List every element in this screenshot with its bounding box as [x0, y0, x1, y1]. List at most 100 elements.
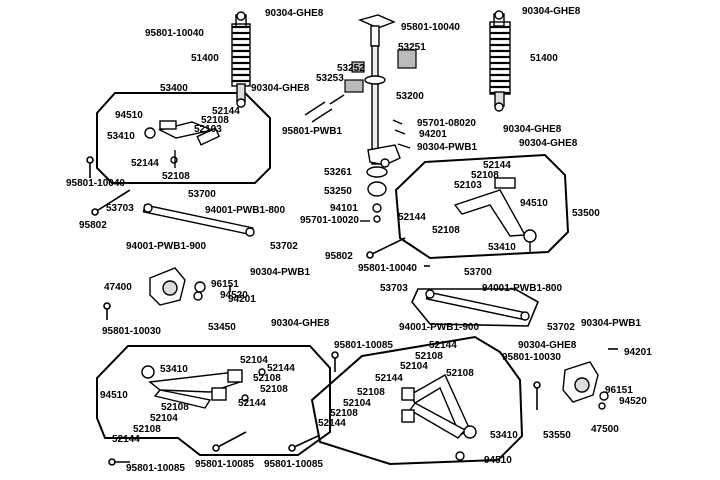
label-53410: 53410	[490, 430, 518, 441]
upper-a-arm-53500	[453, 177, 537, 252]
label-94201: 94201	[624, 347, 652, 358]
label-96151: 96151	[605, 385, 633, 396]
label-52144: 52144	[267, 363, 295, 374]
label-53261: 53261	[324, 167, 352, 178]
label-94001-pwb1-800: 94001-PWB1-800	[482, 283, 563, 294]
label-52108: 52108	[446, 368, 474, 379]
label-53251: 53251	[398, 42, 426, 53]
label-53253: 53253	[316, 73, 344, 84]
label-95801-10040: 95801-10040	[358, 263, 417, 274]
label-52103: 52103	[194, 124, 222, 135]
label-52144: 52144	[429, 340, 457, 351]
upper-a-arm-53400	[144, 120, 221, 168]
label-90304-ghe8: 90304-GHE8	[519, 138, 578, 149]
label-94510: 94510	[115, 110, 143, 121]
label-52108: 52108	[161, 402, 189, 413]
label-53702: 53702	[547, 322, 575, 333]
group-outline-53450	[96, 345, 331, 456]
bolts	[86, 156, 618, 466]
label-52104: 52104	[400, 361, 428, 372]
label-53703: 53703	[380, 283, 408, 294]
label-52144: 52144	[375, 373, 403, 384]
lower-a-arm-53450	[141, 365, 266, 409]
group-outline-53700-lower	[411, 288, 540, 327]
label-95801-10040: 95801-10040	[66, 178, 125, 189]
steering-column	[357, 14, 401, 168]
label-51400: 51400	[191, 53, 219, 64]
label-94001-pwb1-800: 94001-PWB1-800	[205, 205, 286, 216]
label-94001-pwb1-900: 94001-PWB1-900	[126, 241, 207, 252]
tie-rod-53700-upper	[142, 203, 255, 237]
lower-a-arm-53550	[401, 374, 477, 461]
label-52144: 52144	[131, 158, 159, 169]
label-53200: 53200	[396, 91, 424, 102]
label-90304-ghe8: 90304-GHE8	[503, 124, 562, 135]
label-94510: 94510	[520, 198, 548, 209]
label-52103: 52103	[454, 180, 482, 191]
label-53703: 53703	[106, 203, 134, 214]
label-90304-ghe8: 90304-GHE8	[265, 8, 324, 19]
label-52144: 52144	[318, 418, 346, 429]
label-95801-10085: 95801-10085	[334, 340, 393, 351]
label-94510: 94510	[100, 390, 128, 401]
label-95801-10040: 95801-10040	[401, 22, 460, 33]
label-52144: 52144	[483, 160, 511, 171]
label-52108: 52108	[133, 424, 161, 435]
label-53410: 53410	[107, 131, 135, 142]
shock-absorber-left	[231, 11, 251, 108]
label-94520: 94520	[220, 290, 248, 301]
label-52144: 52144	[112, 434, 140, 445]
tie-rod-53700-lower	[425, 289, 530, 321]
label-52108: 52108	[162, 171, 190, 182]
group-outline-53550	[310, 335, 524, 466]
label-51400: 51400	[530, 53, 558, 64]
label-47400: 47400	[104, 282, 132, 293]
knuckle-47400	[149, 267, 206, 306]
label-95801-10085: 95801-10085	[195, 459, 254, 470]
bearing-rings	[366, 166, 388, 223]
label-52108: 52108	[415, 351, 443, 362]
label-47500: 47500	[591, 424, 619, 435]
label-52104: 52104	[150, 413, 178, 424]
label-95802: 95802	[79, 220, 107, 231]
label-53700: 53700	[464, 267, 492, 278]
label-53252: 53252	[337, 63, 365, 74]
group-outline-53400	[96, 92, 271, 184]
label-94520: 94520	[619, 396, 647, 407]
label-52108: 52108	[330, 408, 358, 419]
label-95802: 95802	[325, 251, 353, 262]
label-52144: 52144	[238, 398, 266, 409]
label-53250: 53250	[324, 186, 352, 197]
label-52108: 52108	[201, 115, 229, 126]
label-95801-pwb1: 95801-PWB1	[282, 126, 343, 137]
group-outline-53500	[394, 153, 570, 260]
label-52108: 52108	[253, 373, 281, 384]
label-90304-pwb1: 90304-PWB1	[417, 142, 478, 153]
label-53700: 53700	[188, 189, 216, 200]
label-95801-10030: 95801-10030	[502, 352, 561, 363]
label-95701-08020: 95701-08020	[417, 118, 476, 129]
label-95801-10085: 95801-10085	[264, 459, 323, 470]
label-95801-10040: 95801-10040	[145, 28, 204, 39]
label-52108: 52108	[471, 170, 499, 181]
label-95701-10020: 95701-10020	[300, 215, 359, 226]
label-52104: 52104	[240, 355, 268, 366]
label-53450: 53450	[208, 322, 236, 333]
label-52144: 52144	[212, 106, 240, 117]
knuckle-47500	[562, 361, 609, 410]
steering-bracket	[344, 49, 417, 93]
label-94001-pwb1-900: 94001-PWB1-900	[399, 322, 480, 333]
label-52108: 52108	[260, 384, 288, 395]
steering-small-parts	[304, 94, 411, 222]
label-52144: 52144	[398, 212, 426, 223]
label-52108: 52108	[432, 225, 460, 236]
shock-absorber-right	[489, 10, 511, 112]
label-90304-ghe8: 90304-GHE8	[251, 83, 310, 94]
label-52108: 52108	[357, 387, 385, 398]
label-95801-10085: 95801-10085	[126, 463, 185, 474]
label-53410: 53410	[488, 242, 516, 253]
label-94201: 94201	[228, 294, 256, 305]
label-53702: 53702	[270, 241, 298, 252]
